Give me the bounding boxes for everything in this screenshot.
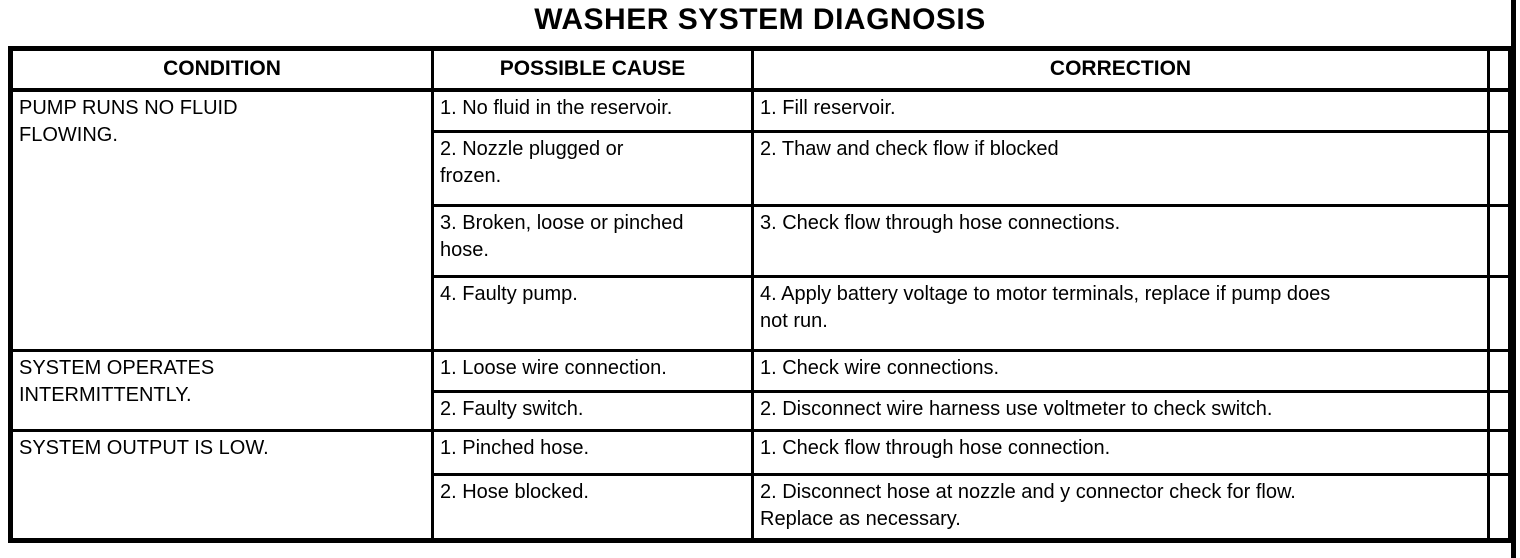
correction-cell: 1. Fill reservoir. xyxy=(751,88,1490,133)
condition-cell: PUMP RUNS NO FLUID FLOWING. xyxy=(9,88,434,352)
spacer-cell xyxy=(1487,130,1512,207)
table-row: 2. Faulty switch. 2. Disconnect wire har… xyxy=(11,390,1512,432)
column-header-condition: CONDITION xyxy=(9,47,434,92)
column-header-correction: CORRECTION xyxy=(751,47,1490,92)
table-row: PUMP RUNS NO FLUID FLOWING. 1. No fluid … xyxy=(9,88,1512,352)
table-row: 2. Hose blocked. 2. Disconnect hose at n… xyxy=(11,473,1512,542)
washer-diagnosis-table: CONDITION POSSIBLE CAUSE CORRECTION PUMP… xyxy=(8,46,1513,543)
cause-cell: 1. Pinched hose. xyxy=(431,429,754,476)
spacer-cell xyxy=(1487,473,1512,542)
table-row: 2. Nozzle plugged or frozen. 2. Thaw and… xyxy=(11,130,1512,207)
correction-cell: 2. Disconnect hose at nozzle and y conne… xyxy=(751,473,1490,542)
cause-cell: 2. Hose blocked. xyxy=(431,473,754,542)
column-header-spacer xyxy=(1487,47,1512,92)
correction-cell: 4. Apply battery voltage to motor termin… xyxy=(751,275,1490,352)
spacer-cell xyxy=(1487,275,1512,352)
condition-cell: SYSTEM OUTPUT IS LOW. xyxy=(9,429,434,542)
correction-cell: 1. Check wire connections. xyxy=(751,349,1490,393)
cause-cell: 2. Faulty switch. xyxy=(431,390,754,432)
cause-cell: 4. Faulty pump. xyxy=(431,275,754,352)
table-row: 3. Broken, loose or pinched hose. 3. Che… xyxy=(11,204,1512,278)
correction-cell: 1. Check flow through hose connection. xyxy=(751,429,1490,476)
page-edge-line xyxy=(1511,0,1516,558)
header-row: CONDITION POSSIBLE CAUSE CORRECTION xyxy=(9,47,1512,92)
table-row: SYSTEM OPERATES INTERMITTENTLY. 1. Loose… xyxy=(9,349,1512,432)
correction-cell: 2. Thaw and check flow if blocked xyxy=(751,130,1490,207)
spacer-cell xyxy=(1487,349,1512,393)
page-title: WASHER SYSTEM DIAGNOSIS xyxy=(534,3,986,36)
column-header-possible-cause: POSSIBLE CAUSE xyxy=(431,47,754,92)
spacer-cell xyxy=(1487,429,1512,476)
spacer-cell xyxy=(1487,88,1512,133)
cause-cell: 3. Broken, loose or pinched hose. xyxy=(431,204,754,278)
cause-cell: 1. No fluid in the reservoir. xyxy=(431,88,754,133)
table-row: SYSTEM OUTPUT IS LOW. 1. Pinched hose. 1… xyxy=(9,429,1512,542)
spacer-cell xyxy=(1487,204,1512,278)
correction-cell: 2. Disconnect wire harness use voltmeter… xyxy=(751,390,1490,432)
cause-cell: 1. Loose wire connection. xyxy=(431,349,754,393)
spacer-cell xyxy=(1487,390,1512,432)
cause-cell: 2. Nozzle plugged or frozen. xyxy=(431,130,754,207)
condition-cell: SYSTEM OPERATES INTERMITTENTLY. xyxy=(9,349,434,432)
correction-cell: 3. Check flow through hose connections. xyxy=(751,204,1490,278)
table-row: 4. Faulty pump. 4. Apply battery voltage… xyxy=(11,275,1512,352)
